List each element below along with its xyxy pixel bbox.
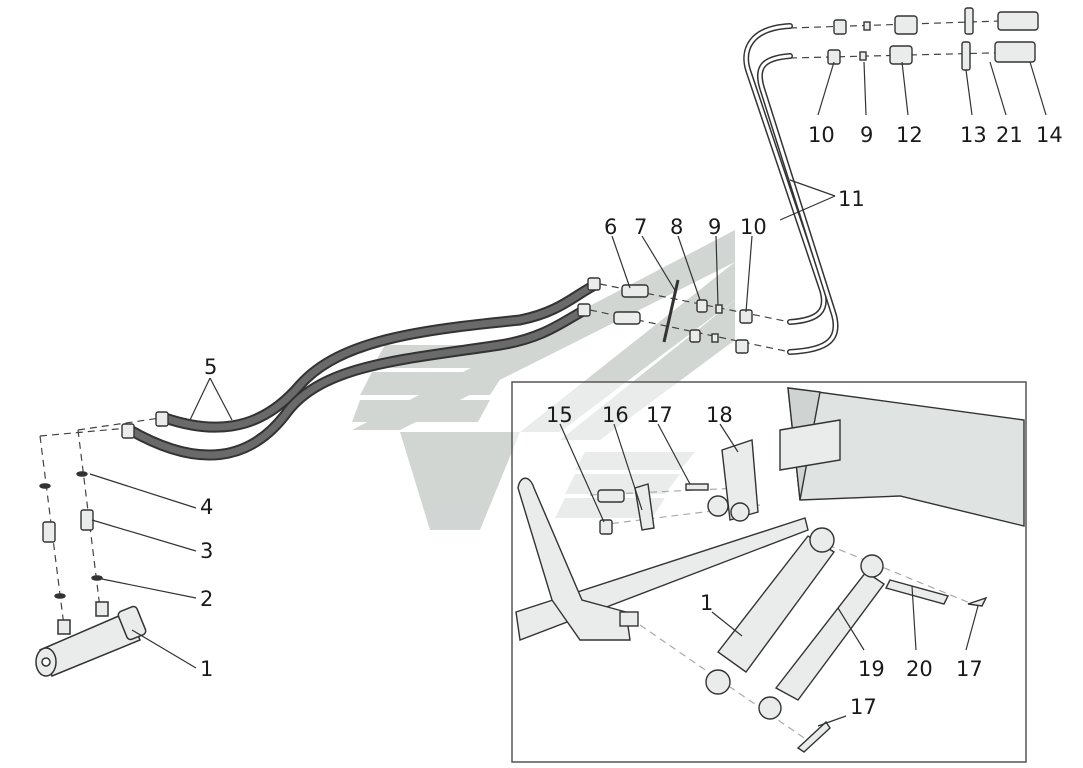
leader-lines: [89, 61, 1047, 727]
callout-9: 9: [708, 215, 721, 239]
callout-4: 4: [200, 495, 213, 519]
hose-pair: [124, 279, 601, 461]
callout-17: 17: [956, 657, 983, 681]
callout-18: 18: [706, 403, 733, 427]
callout-14: 14: [1036, 123, 1063, 147]
callout-16: 16: [602, 403, 629, 427]
callout-7: 7: [634, 215, 647, 239]
callout-12: 12: [896, 123, 923, 147]
cylinder-left: [35, 601, 147, 677]
callout-10: 10: [740, 215, 767, 239]
callout-1: 1: [700, 591, 713, 615]
callout-labels: 10 9 12 13 21 14 11 6 7 8 9 10 5 4 3 2 1…: [200, 123, 1063, 719]
callout-2: 2: [200, 587, 213, 611]
callout-15: 15: [546, 403, 573, 427]
callout-20: 20: [906, 657, 933, 681]
rigid-pipes: [743, 23, 839, 355]
inset-assembly: [515, 387, 1025, 753]
callout-17: 17: [850, 695, 877, 719]
callout-13: 13: [960, 123, 987, 147]
top-fittings: [827, 7, 1039, 71]
callout-10: 10: [808, 123, 835, 147]
callout-17: 17: [646, 403, 673, 427]
callout-9: 9: [860, 123, 873, 147]
callout-8: 8: [670, 215, 683, 239]
callout-21: 21: [996, 123, 1023, 147]
callout-3: 3: [200, 539, 213, 563]
callout-11: 11: [838, 187, 865, 211]
callout-5: 5: [204, 355, 217, 379]
callout-19: 19: [858, 657, 885, 681]
callout-1: 1: [200, 657, 213, 681]
left-fittings: [39, 411, 169, 599]
callout-6: 6: [604, 215, 617, 239]
